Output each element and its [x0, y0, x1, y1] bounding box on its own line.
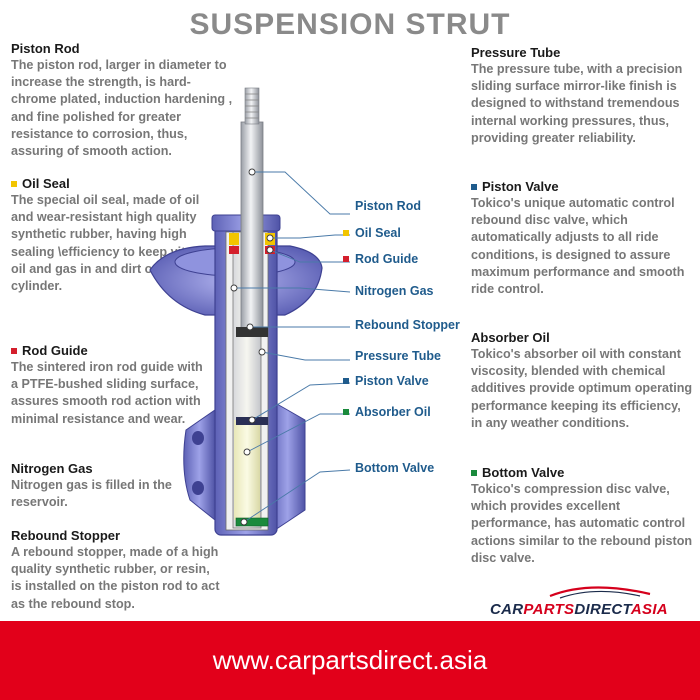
info-body: Tokico's unique automatic control reboun…: [471, 196, 685, 297]
info-heading: Piston Valve: [471, 179, 691, 194]
car-swoosh-icon: [549, 586, 651, 599]
oil-seal-part-left: [229, 233, 239, 245]
footer-url[interactable]: www.carpartsdirect.asia: [212, 645, 488, 675]
info-body: The sintered iron rod guide with a PTFE-…: [11, 360, 203, 426]
blue-marker-icon: [471, 183, 477, 190]
info-heading: Pressure Tube: [471, 45, 561, 60]
yellow-marker-icon: [343, 230, 349, 236]
info-block-rebound-stopper: Rebound Stopper A rebound stopper, made …: [11, 528, 221, 613]
info-block-pressure-tube: Pressure Tube The pressure tube, with a …: [471, 45, 686, 147]
info-heading: Rebound Stopper: [11, 528, 121, 543]
info-body: Nitrogen gas is filled in the reservoir.: [11, 478, 172, 510]
red-marker-icon: [11, 347, 17, 354]
piston-rod-shape: [240, 121, 264, 333]
callout-bottom-valve: Bottom Valve: [355, 461, 435, 475]
callout-oil-seal: Oil Seal: [343, 226, 401, 240]
logo-text: CARPARTSDIRECTASIA: [490, 601, 668, 618]
info-block-rod-guide: Rod Guide The sintered iron rod guide wi…: [11, 343, 206, 428]
callout-rebound-stopper: Rebound Stopper: [355, 318, 460, 332]
absorber-oil-shape: [234, 420, 260, 520]
info-block-piston-rod: Piston Rod The piston rod, larger in dia…: [11, 41, 236, 160]
callout-piston-rod: Piston Rod: [355, 199, 421, 213]
info-heading: Nitrogen Gas: [11, 461, 93, 476]
info-block-piston-valve: Piston Valve Tokico's unique automatic c…: [471, 179, 691, 298]
callout-nitrogen-gas: Nitrogen Gas: [355, 284, 434, 298]
info-body: The pressure tube, with a precision slid…: [471, 62, 683, 145]
callout-pressure-tube: Pressure Tube: [355, 349, 441, 363]
callout-piston-valve: Piston Valve: [343, 374, 429, 388]
info-block-bottom-valve: Bottom Valve Tokico's compression disc v…: [471, 465, 693, 567]
red-marker-icon: [343, 256, 349, 262]
info-heading: Piston Rod: [11, 41, 80, 56]
info-body: A rebound stopper, made of a high qualit…: [11, 545, 220, 611]
bottom-valve-part: [235, 517, 269, 527]
green-marker-icon: [471, 469, 477, 476]
info-heading: Absorber Oil: [471, 330, 550, 345]
info-heading: Bottom Valve: [471, 465, 693, 480]
callout-dots: [230, 168, 274, 526]
brand-logo: CARPARTSDIRECTASIA: [490, 582, 690, 618]
footer-banner: www.carpartsdirect.asia: [0, 621, 700, 700]
rebound-stopper-part: [236, 327, 268, 337]
page-title: SUSPENSION STRUT: [189, 8, 511, 41]
info-block-absorber-oil: Absorber Oil Tokico's absorber oil with …: [471, 330, 693, 432]
callout-lines: [234, 171, 351, 523]
blue-marker-icon: [343, 378, 349, 384]
green-marker-icon: [343, 409, 349, 415]
info-heading: Oil Seal: [11, 176, 206, 191]
info-heading: Rod Guide: [11, 343, 206, 358]
rod-guide-part-left: [229, 246, 239, 254]
info-body: Tokico's compression disc valve, which p…: [471, 482, 693, 565]
callout-absorber-oil: Absorber Oil: [343, 405, 431, 419]
yellow-marker-icon: [11, 180, 17, 187]
info-body: Tokico's absorber oil with constant visc…: [471, 347, 693, 430]
info-body: The piston rod, larger in diameter to in…: [11, 58, 233, 159]
info-block-nitrogen-gas: Nitrogen Gas Nitrogen gas is filled in t…: [11, 461, 191, 511]
callout-rod-guide: Rod Guide: [343, 252, 418, 266]
rod-thread: [244, 87, 260, 125]
